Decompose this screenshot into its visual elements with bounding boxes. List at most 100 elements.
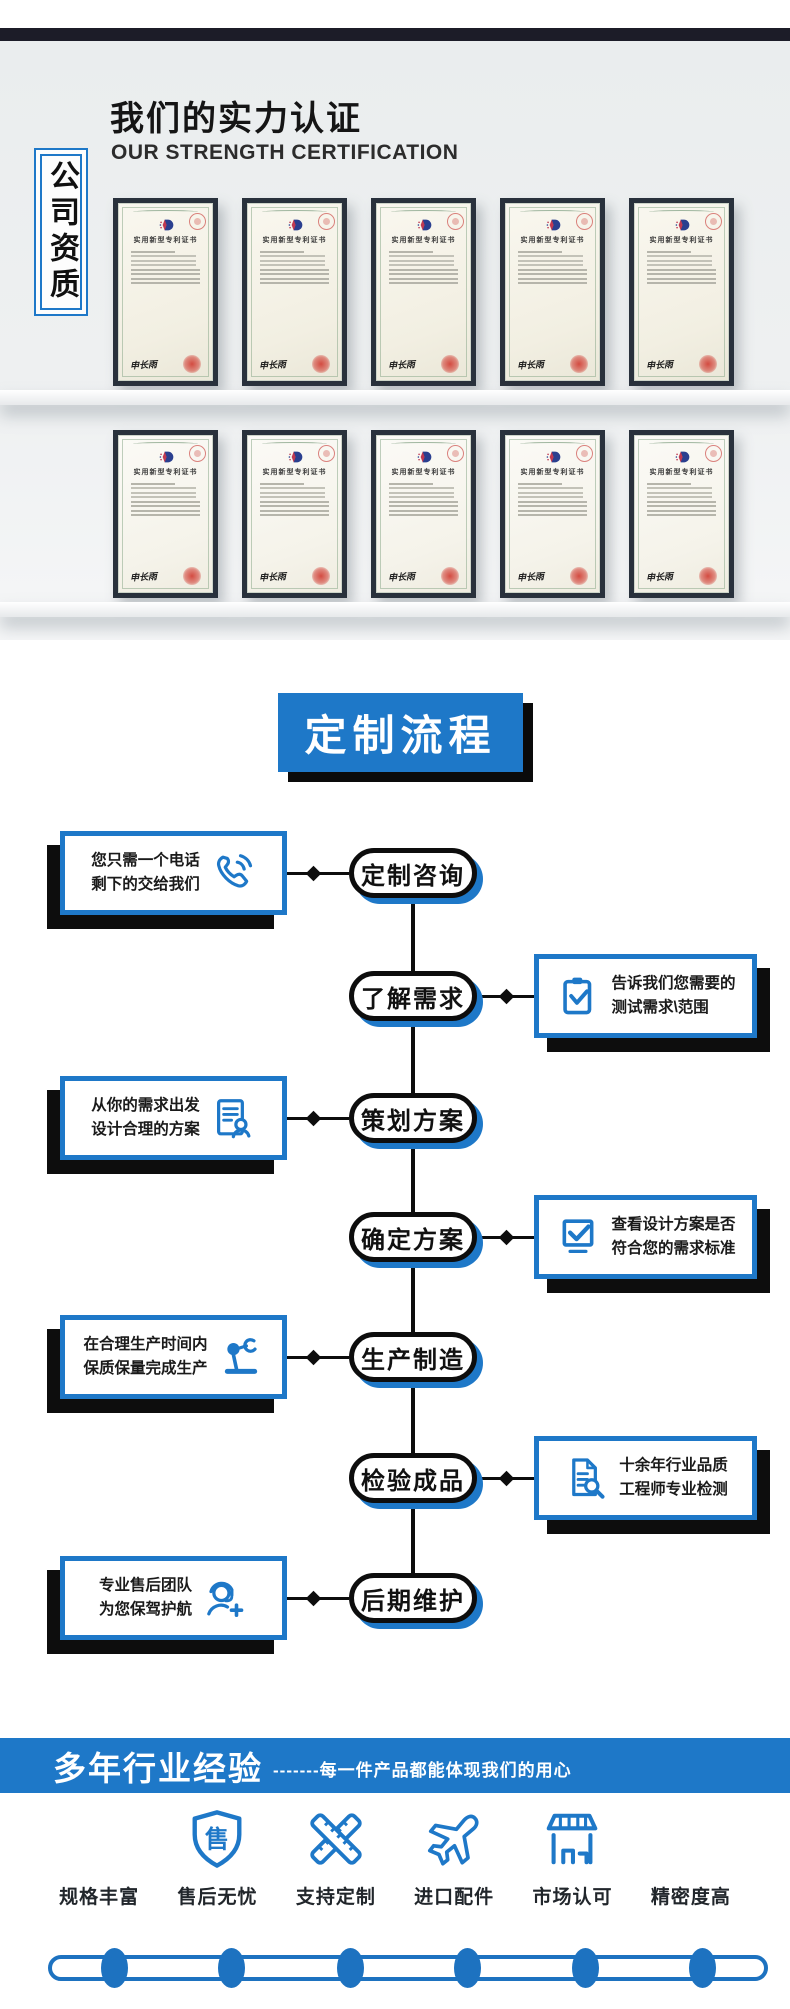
round-seal-icon bbox=[576, 445, 593, 462]
certificate-text-line bbox=[518, 277, 587, 280]
flow-note-box: 告诉我们您需要的测试需求\范围 bbox=[534, 954, 757, 1038]
certificate-text-line bbox=[389, 282, 458, 284]
round-seal-icon bbox=[447, 213, 464, 230]
layers-icon bbox=[68, 1808, 130, 1870]
certificate-text-line bbox=[647, 509, 716, 512]
red-stamp-icon bbox=[570, 567, 588, 585]
progress-dot bbox=[217, 1948, 245, 1988]
certificate-title: 实用新型专利证书 bbox=[391, 469, 456, 476]
certificate-ornament bbox=[262, 210, 327, 214]
certificate-frame: 实用新型专利证书 申长雨 bbox=[242, 430, 347, 598]
certificate-frame: 实用新型专利证书 申长雨 bbox=[371, 430, 476, 598]
certificate-text-line bbox=[518, 509, 587, 512]
certificate-text-line bbox=[647, 259, 712, 262]
certificate-ornament bbox=[649, 442, 714, 446]
svg-text:售: 售 bbox=[205, 1826, 229, 1854]
progress-dot bbox=[336, 1948, 364, 1988]
crossed-rulers-icon bbox=[305, 1808, 367, 1870]
certificate-paper: 实用新型专利证书 申长雨 bbox=[505, 203, 600, 381]
patent-office-logo bbox=[252, 449, 337, 465]
feature-item: 精密度高 bbox=[632, 1800, 750, 1935]
certificate-ornament bbox=[391, 442, 456, 446]
certificate-frame: 实用新型专利证书 申长雨 bbox=[629, 198, 734, 386]
certificate-paper: 实用新型专利证书 申长雨 bbox=[376, 435, 471, 593]
certificate-text-line bbox=[131, 500, 200, 503]
certificate-text-line bbox=[389, 487, 454, 489]
certificate-signature-row: 申长雨 bbox=[252, 355, 337, 377]
shelf-top bbox=[0, 390, 790, 405]
round-seal-icon bbox=[705, 213, 722, 230]
feature-item: 规格丰富 bbox=[40, 1800, 158, 1935]
certificate-title: 实用新型专利证书 bbox=[520, 469, 585, 476]
patent-office-logo bbox=[381, 217, 466, 233]
flow-note-text: 从你的需求出发设计合理的方案 bbox=[91, 1096, 200, 1138]
certificate-text-line bbox=[518, 268, 587, 271]
certificate-ornament bbox=[520, 210, 585, 214]
certificate-text-line bbox=[647, 496, 712, 498]
clipboard-check-icon bbox=[555, 973, 601, 1019]
certificate-text-line bbox=[131, 259, 196, 262]
certificate-text-line bbox=[647, 282, 716, 284]
signature-text: 申长雨 bbox=[645, 358, 674, 371]
certificate-frame: 实用新型专利证书 申长雨 bbox=[500, 198, 605, 386]
certificate-text-line bbox=[518, 505, 587, 507]
certificate-text-line bbox=[389, 500, 458, 503]
document-search-icon bbox=[563, 1455, 609, 1501]
certificate-text-line bbox=[131, 255, 196, 257]
certificate-title: 实用新型专利证书 bbox=[133, 469, 198, 476]
certificate-signature-row: 申长雨 bbox=[381, 355, 466, 377]
certificate-text-line bbox=[260, 273, 329, 275]
certificate-signature-row: 申长雨 bbox=[510, 355, 595, 377]
patent-office-logo bbox=[123, 217, 208, 233]
flow-step-node: 生产制造 bbox=[349, 1332, 477, 1382]
round-seal-icon bbox=[447, 445, 464, 462]
certificate-paper: 实用新型专利证书 申长雨 bbox=[376, 203, 471, 381]
signature-text: 申长雨 bbox=[258, 570, 287, 583]
certificate-text-line bbox=[389, 509, 458, 512]
certificate-frame: 实用新型专利证书 申长雨 bbox=[113, 430, 218, 598]
certificate-text-line bbox=[260, 282, 329, 284]
section-title: 我们的实力认证 bbox=[110, 100, 362, 138]
certificate-text-line bbox=[518, 491, 583, 494]
certificate-signature-row: 申长雨 bbox=[123, 567, 208, 589]
progress-dot bbox=[100, 1948, 128, 1988]
signature-text: 申长雨 bbox=[129, 570, 158, 583]
signature-text: 申长雨 bbox=[516, 570, 545, 583]
certificate-text-line bbox=[260, 255, 325, 257]
connector-diamond bbox=[498, 1229, 514, 1245]
flow-step-node: 了解需求 bbox=[349, 971, 477, 1021]
certificate-text-line bbox=[518, 496, 583, 498]
certificate-text-line bbox=[647, 491, 712, 494]
patent-office-logo bbox=[123, 449, 208, 465]
patent-office-logo bbox=[252, 217, 337, 233]
side-tab-label: 公司资质 bbox=[40, 154, 82, 310]
feature-label: 精密度高 bbox=[650, 1887, 731, 1908]
certificate-text-line bbox=[131, 514, 200, 516]
signature-text: 申长雨 bbox=[387, 358, 416, 371]
side-tab-company-qualifications: 公司资质 bbox=[34, 148, 88, 316]
certificate-text-line bbox=[518, 487, 583, 489]
red-stamp-icon bbox=[441, 355, 459, 373]
certificate-text-line bbox=[647, 264, 712, 266]
certificate-paper: 实用新型专利证书 申长雨 bbox=[118, 203, 213, 381]
certificate-paper: 实用新型专利证书 申长雨 bbox=[634, 435, 729, 593]
certificate-text-line bbox=[518, 259, 583, 262]
flow-step-node: 定制咨询 bbox=[349, 848, 477, 898]
certificate-text-line bbox=[260, 500, 329, 503]
certificate-text-line bbox=[260, 268, 329, 271]
certificate-title: 实用新型专利证书 bbox=[262, 237, 327, 244]
progress-dot bbox=[453, 1948, 481, 1988]
certificate-text-line bbox=[647, 487, 712, 489]
certificate-text-line bbox=[131, 273, 200, 275]
round-seal-icon bbox=[189, 213, 206, 230]
certificate-text-line bbox=[260, 491, 325, 494]
after-sale-shield-icon: 售 bbox=[186, 1808, 248, 1870]
certificate-text-line bbox=[389, 259, 454, 262]
signature-text: 申长雨 bbox=[258, 358, 287, 371]
red-stamp-icon bbox=[183, 567, 201, 585]
certificate-text-line bbox=[389, 273, 458, 275]
shelf-bottom bbox=[0, 602, 790, 617]
certificate-ornament bbox=[391, 210, 456, 214]
patent-office-logo bbox=[510, 217, 595, 233]
